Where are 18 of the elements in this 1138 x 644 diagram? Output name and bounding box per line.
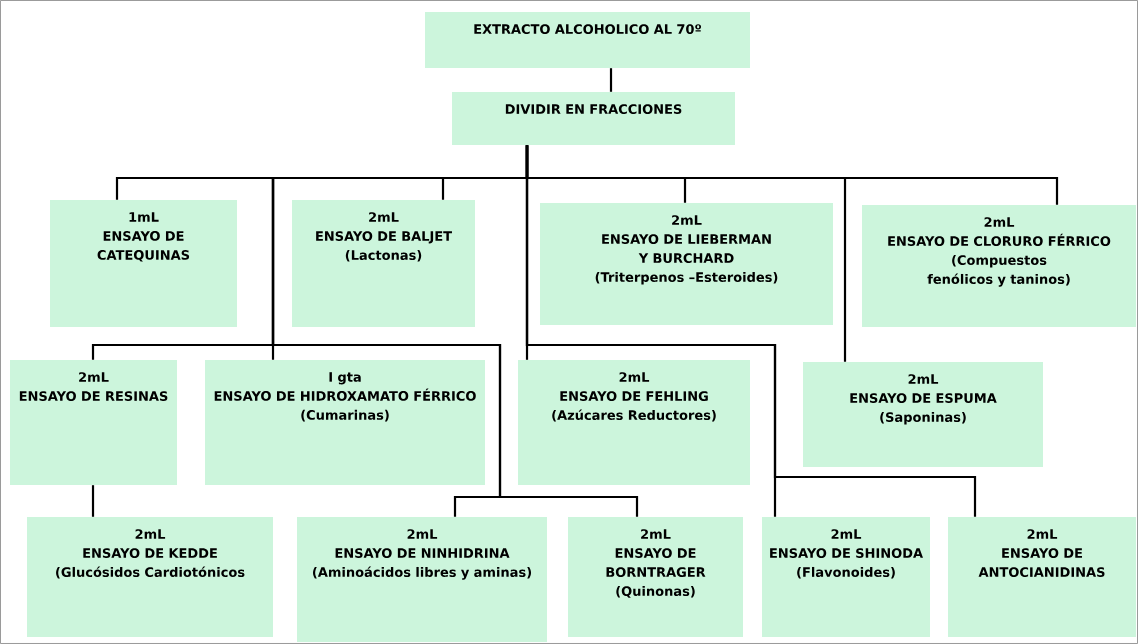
test-box: 2mL ENSAYO DE FEHLING (Azúcares Reductores) xyxy=(518,360,750,485)
test-box: 2mL ENSAYO DE RESINAS xyxy=(10,360,177,485)
process-box: DIVIDIR EN FRACCIONES xyxy=(452,92,735,145)
test-box: 2mL ENSAYO DE BORNTRAGER (Quinonas) xyxy=(568,517,743,637)
test-box: 2mL ENSAYO DE ESPUMA (Saponinas) xyxy=(803,362,1043,467)
test-box: 2mL ENSAYO DE NINHIDRINA (Aminoácidos libres y aminas) xyxy=(297,517,547,642)
connector-line xyxy=(91,485,95,517)
connector-line xyxy=(609,68,613,92)
test-box: 2mL ENSAYO DE LIEBERMAN Y BURCHARD (Triterpenos –Esteroides) xyxy=(540,203,833,325)
connector-line xyxy=(525,145,977,517)
test-box: 2mL ENSAYO DE SHINODA (Flavonoides) xyxy=(762,517,930,637)
test-box: 2mL ENSAYO DE BALJET (Lactonas) xyxy=(292,200,475,327)
test-box: 2mL ENSAYO DE ANTOCIANIDINAS xyxy=(948,517,1136,637)
extract-box: EXTRACTO ALCOHOLICO AL 70º xyxy=(425,12,750,68)
test-box: 2mL ENSAYO DE CLORURO FÉRRICO (Compuestos fenólicos y taninos) xyxy=(862,205,1136,327)
test-box: 1mL ENSAYO DE CATEQUINAS xyxy=(50,200,237,327)
test-box: 2mL ENSAYO DE KEDDE (Glucósidos Cardiotónicos xyxy=(27,517,273,637)
test-box: I gta ENSAYO DE HIDROXAMATO FÉRRICO (Cumarinas) xyxy=(205,360,485,485)
